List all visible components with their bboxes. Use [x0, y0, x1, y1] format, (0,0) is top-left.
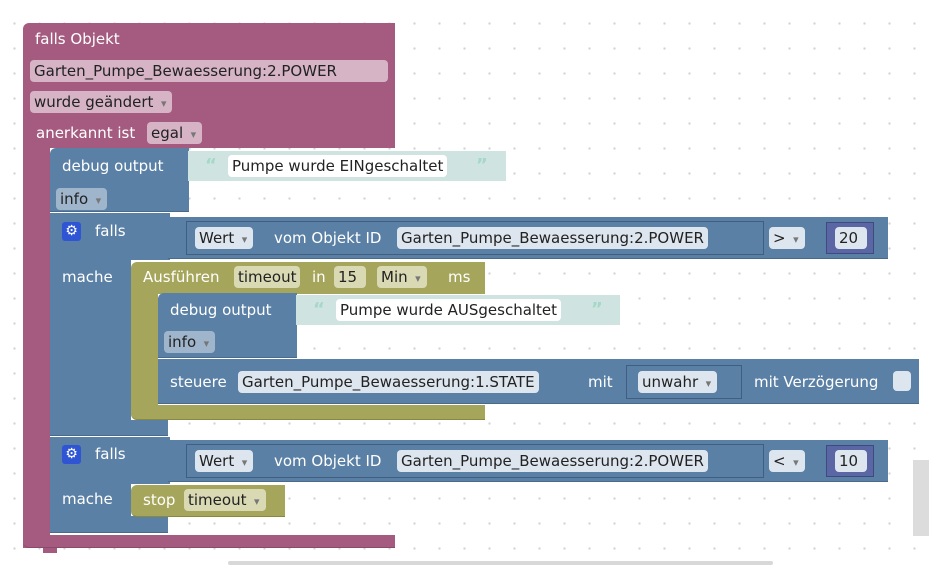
do-label-1: mache [62, 268, 113, 286]
timeout-run-label: Ausführen [143, 268, 220, 286]
event-object-id-field[interactable]: Garten_Pumpe_Bewaesserung:2.POWER [30, 60, 388, 82]
timeout-block-rail [131, 290, 158, 415]
do-label-2: mache [62, 490, 113, 508]
timeout-name-field[interactable]: timeout [234, 266, 301, 288]
if-label-2: falls [95, 445, 126, 463]
event-ack-label: anerkannt ist [36, 124, 136, 142]
value-object-id-field-1[interactable]: Garten_Pumpe_Bewaesserung:2.POWER [397, 227, 708, 249]
control-delay-label: mit Verzögerung [754, 373, 879, 391]
debug-text-field-1[interactable]: Pumpe wurde EINgeschaltet [228, 155, 448, 177]
gear-icon[interactable]: ⚙ [62, 445, 81, 464]
event-trigger-dropdown[interactable]: wurde geändert [30, 91, 173, 113]
gear-icon[interactable]: ⚙ [62, 222, 81, 241]
if-block-2-footer [50, 516, 168, 533]
timeout-in-label: in [312, 268, 326, 286]
open-quote-icon: “ [313, 299, 325, 320]
if-block-1-footer [50, 420, 168, 436]
timeout-ms-label: ms [448, 268, 471, 286]
close-quote-icon: ” [476, 155, 488, 176]
debug-level-dropdown-1[interactable]: info [56, 188, 108, 210]
stop-label: stop [143, 491, 176, 509]
event-block-left-rail [23, 140, 50, 548]
timeout-block-footer [131, 405, 485, 420]
value-object-id-field-2[interactable]: Garten_Pumpe_Bewaesserung:2.POWER [397, 450, 708, 472]
event-block-footer [23, 535, 395, 548]
control-object-id-field[interactable]: Garten_Pumpe_Bewaesserung:1.STATE [238, 371, 539, 393]
operator-dropdown-2[interactable]: < [769, 450, 805, 472]
workspace-scrollbar[interactable] [228, 561, 773, 565]
number-field-2[interactable]: 10 [835, 450, 867, 472]
debug-level-dropdown-2[interactable]: info [164, 331, 216, 353]
zoom-controls[interactable] [913, 460, 929, 536]
stop-timeout-dropdown[interactable]: timeout [184, 489, 266, 511]
if-label-1: falls [95, 222, 126, 240]
control-with-label: mit [588, 373, 613, 391]
control-label: steuere [170, 373, 227, 391]
operator-dropdown-1[interactable]: > [769, 227, 805, 249]
control-value-dropdown[interactable]: unwahr [638, 371, 718, 393]
debug-output-label-2: debug output [170, 301, 272, 319]
from-object-label-2: vom Objekt ID [274, 452, 382, 470]
value-prop-dropdown-1[interactable]: Wert [195, 227, 254, 249]
event-title: falls Objekt [35, 30, 120, 48]
value-prop-dropdown-2[interactable]: Wert [195, 450, 254, 472]
timeout-unit-dropdown[interactable]: Min [377, 266, 427, 288]
debug-text-field-2[interactable]: Pumpe wurde AUSgeschaltet [336, 299, 562, 321]
from-object-label-1: vom Objekt ID [274, 229, 382, 247]
delay-checkbox[interactable] [893, 371, 911, 391]
open-quote-icon: “ [205, 155, 217, 176]
debug-output-label-1: debug output [62, 157, 164, 175]
if-block-1-rail [50, 255, 131, 425]
event-block-bottom-notch [43, 548, 57, 553]
close-quote-icon: ” [591, 299, 603, 320]
event-block[interactable] [23, 23, 395, 148]
number-field-1[interactable]: 20 [835, 227, 867, 249]
event-ack-dropdown[interactable]: egal [147, 122, 203, 144]
timeout-amount-field[interactable]: 15 [334, 266, 366, 288]
if-block-2-rail [50, 480, 131, 520]
